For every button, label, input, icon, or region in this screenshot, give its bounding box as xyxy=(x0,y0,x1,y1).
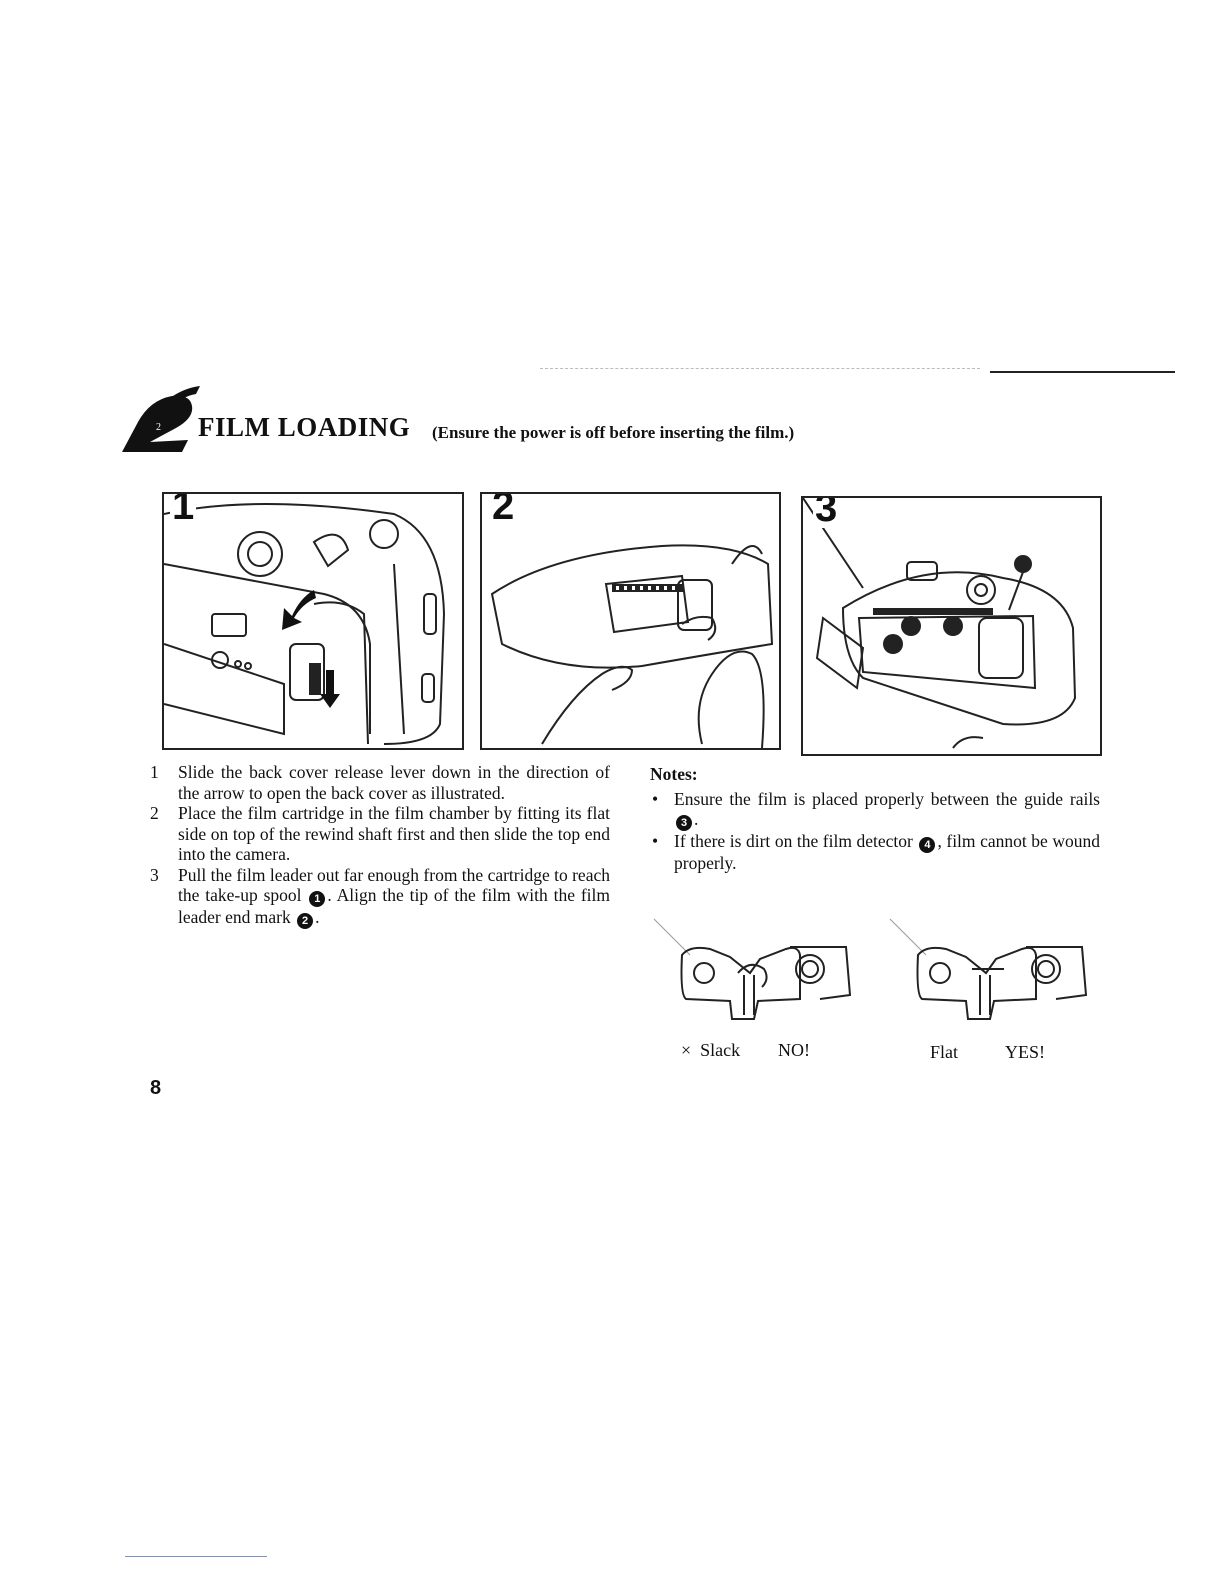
step-3-text: Pull the film leader out far enough from… xyxy=(178,864,610,929)
section-number: 2 xyxy=(156,422,161,433)
figure-2-illustration xyxy=(490,544,774,748)
step-3-text-a: Pull the film leader out far enough from… xyxy=(178,864,610,906)
notes-heading: Notes: xyxy=(650,764,698,784)
slack-verdict: NO! xyxy=(778,1040,810,1060)
note-2-text-a: If there is dirt on the film detector xyxy=(674,831,913,851)
figure-1-camera-back-release: 1 xyxy=(162,492,464,750)
marker-1-icon: 1 xyxy=(309,891,326,907)
top-rule xyxy=(990,371,1175,373)
figure-1-label: 1 xyxy=(170,494,197,526)
note-2-text: If there is dirt on the film detector 4,… xyxy=(674,831,1100,874)
slack-film-diagram xyxy=(650,915,860,1025)
note-1-text: Ensure the film is placed properly betwe… xyxy=(674,788,1100,831)
bullet-icon: • xyxy=(652,788,659,809)
note-1-text-a: Ensure the film is placed properly betwe… xyxy=(674,788,1100,809)
note-1-text-b: . xyxy=(694,809,699,829)
step-1-text: Slide the back cover release lever down … xyxy=(178,762,610,803)
note-2: • If there is dirt on the film detector … xyxy=(650,831,1100,874)
figure-3-film-leader: 3 xyxy=(801,496,1102,756)
figure-2-label: 2 xyxy=(490,494,517,526)
flat-verdict: YES! xyxy=(1005,1042,1045,1062)
cross-mark-icon: × xyxy=(681,1040,692,1060)
step-3: 3 Pull the film leader out far enough fr… xyxy=(150,864,610,929)
note-2-text-b: , film cannot be wound properly. xyxy=(674,831,1100,873)
step-3-number: 3 xyxy=(150,864,159,885)
footer-rule xyxy=(125,1556,267,1557)
step-1: 1 Slide the back cover release lever dow… xyxy=(150,762,610,803)
flat-film-icon xyxy=(889,918,1088,1020)
bullet-icon: • xyxy=(652,831,659,851)
page-number: 8 xyxy=(150,1077,162,1099)
step-2-number: 2 xyxy=(150,803,159,823)
step-2: 2 Place the film cartridge in the film c… xyxy=(150,803,610,865)
figure-2-insert-cartridge: 2 xyxy=(480,492,781,750)
marker-3-icon: 3 xyxy=(676,815,692,831)
top-dashed-rule xyxy=(540,368,980,369)
step-3-text-b: . Align the tip of the film with the fil… xyxy=(178,885,610,927)
marker-2-icon: 2 xyxy=(297,913,314,929)
flat-film-diagram xyxy=(886,915,1096,1025)
section-number-glyph: 2 xyxy=(110,382,210,467)
marker-4-icon: 4 xyxy=(919,837,936,853)
figure-3-label: 3 xyxy=(813,498,840,528)
figure-1-illustration xyxy=(164,503,446,745)
figure-3-illustration xyxy=(803,498,1077,749)
section-title: FILM LOADING xyxy=(198,412,411,442)
slack-label: Slack xyxy=(700,1040,741,1060)
slack-film-icon xyxy=(653,918,852,1020)
slack-caption: × Slack xyxy=(681,1040,740,1061)
flat-label: Flat xyxy=(930,1042,959,1062)
step-1-number: 1 xyxy=(150,762,159,782)
steps-list: 1 Slide the back cover release lever dow… xyxy=(150,762,610,929)
note-1: • Ensure the film is placed properly bet… xyxy=(650,788,1100,831)
step-2-text: Place the film cartridge in the film cha… xyxy=(178,803,610,864)
step-3-text-c: . xyxy=(315,907,320,927)
section-subtitle: (Ensure the power is off before insertin… xyxy=(432,423,795,442)
notes-block: Notes: • Ensure the film is placed prope… xyxy=(650,764,1100,874)
